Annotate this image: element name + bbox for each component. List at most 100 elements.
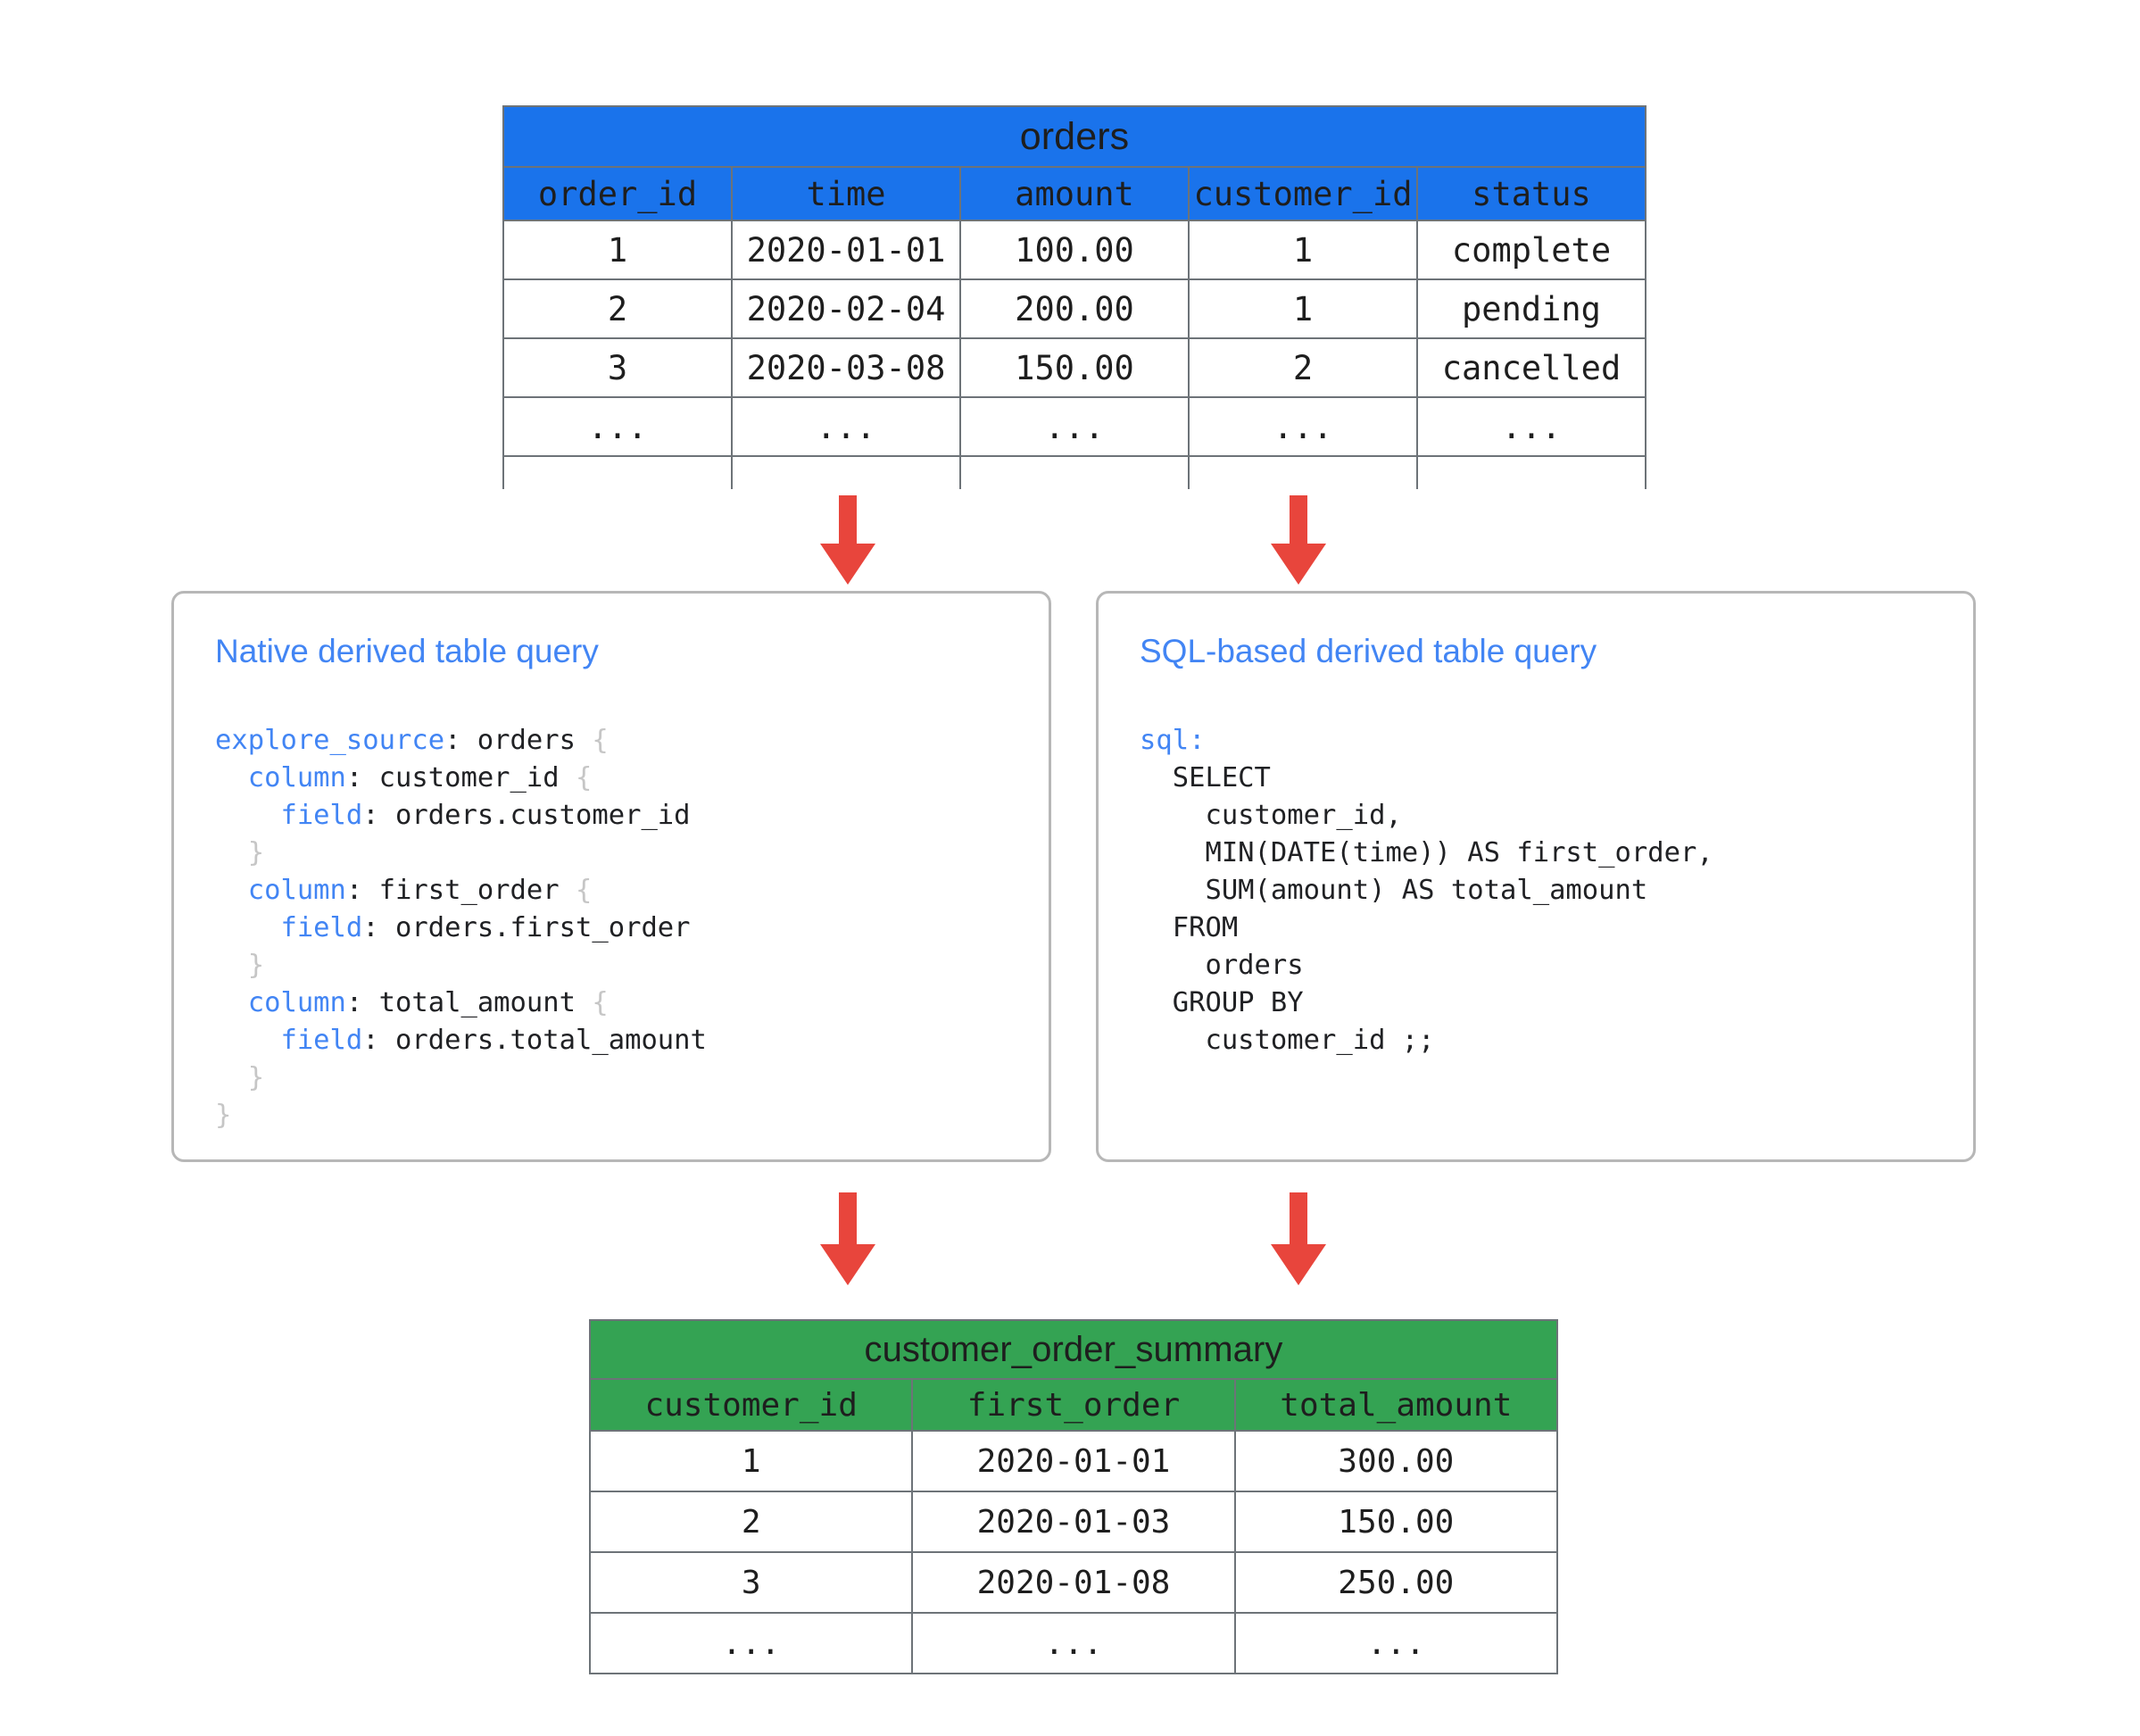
arrow-shaft (1290, 1192, 1307, 1244)
summary-table-title: customer_order_summary (589, 1319, 1558, 1380)
orders-cell: complete (1416, 220, 1646, 280)
table-row: 1 2020-01-01 100.00 1 complete (502, 220, 1646, 280)
orders-column-header-amount: amount (959, 166, 1190, 221)
code-token: field (280, 800, 363, 831)
orders-table-title: orders (502, 105, 1646, 168)
code-token: FROM (1140, 912, 1239, 943)
summary-cell: 2020-01-03 (911, 1491, 1236, 1553)
summary-cell: 1 (588, 1430, 914, 1492)
code-token (215, 875, 248, 906)
orders-cell: pending (1416, 278, 1646, 339)
orders-cell-clipped (959, 455, 1190, 489)
code-token: } (247, 1062, 265, 1093)
code-token: : customer_id (345, 762, 576, 793)
arrow-head (1271, 544, 1326, 585)
code-token: field (280, 1025, 363, 1056)
summary-cell: 150.00 (1233, 1491, 1559, 1553)
code-token: orders (1140, 950, 1304, 981)
code-token: customer_id ;; (1140, 1025, 1435, 1056)
arrow-down-icon-native-to-summary (820, 1192, 875, 1285)
arrow-shaft (1290, 495, 1307, 544)
orders-column-header-status: status (1416, 166, 1646, 221)
code-token: field (280, 912, 363, 943)
code-token: : first_order (345, 875, 576, 906)
code-token (215, 1062, 248, 1093)
table-row: 3 2020-03-08 150.00 2 cancelled (502, 337, 1646, 398)
code-token: MIN(DATE(time)) AS first_order, (1140, 837, 1713, 868)
orders-cell: ... (959, 396, 1190, 457)
code-token: { (592, 725, 609, 756)
code-token: : orders.customer_id (362, 800, 691, 831)
code-token: : (1189, 725, 1206, 756)
code-token: column (247, 987, 346, 1018)
orders-cell: 3 (502, 337, 733, 398)
orders-cell: 1 (502, 220, 733, 280)
table-row-ellipsis: ... ... ... (588, 1612, 1559, 1674)
code-token: SUM(amount) AS total_amount (1140, 875, 1648, 906)
orders-cell-clipped (1188, 455, 1418, 489)
summary-cell: 2020-01-08 (911, 1551, 1236, 1614)
summary-cell: 2 (588, 1491, 914, 1553)
arrow-shaft (839, 495, 857, 544)
orders-cell: 200.00 (959, 278, 1190, 339)
code-token: { (592, 987, 609, 1018)
orders-cell: 2020-02-04 (731, 278, 961, 339)
orders-column-header-customer-id: customer_id (1188, 166, 1418, 221)
code-token: SELECT (1140, 762, 1271, 793)
code-token: GROUP BY (1140, 987, 1304, 1018)
code-token (215, 762, 248, 793)
arrow-down-icon-orders-to-sql (1271, 495, 1326, 585)
orders-cell: 2 (502, 278, 733, 339)
code-token (215, 1025, 280, 1056)
summary-column-header-first-order: first_order (911, 1378, 1236, 1432)
orders-cell: 150.00 (959, 337, 1190, 398)
summary-cell: 300.00 (1233, 1430, 1559, 1492)
orders-cell: 2020-03-08 (731, 337, 961, 398)
sql-panel-title: SQL-based derived table query (1140, 633, 1597, 669)
code-token (215, 987, 248, 1018)
summary-cell: ... (588, 1612, 914, 1674)
orders-column-header-time: time (731, 166, 961, 221)
native-derived-table-panel: Native derived table query explore_sourc… (171, 591, 1051, 1162)
summary-table-header-row: customer_id first_order total_amount (588, 1378, 1559, 1432)
orders-cell: 100.00 (959, 220, 1190, 280)
sql-code-block: sql: SELECT customer_id, MIN(DATE(time))… (1140, 722, 1937, 1059)
summary-table-body: customer_order_summary customer_id first… (588, 1319, 1559, 1674)
arrow-head (820, 1244, 875, 1285)
code-token: column (247, 875, 346, 906)
orders-table-title-row: orders (502, 105, 1646, 168)
summary-column-header-total-amount: total_amount (1233, 1378, 1559, 1432)
code-token: : orders.first_order (362, 912, 691, 943)
code-token: sql (1140, 725, 1190, 756)
arrow-down-icon-sql-to-summary (1271, 1192, 1326, 1285)
orders-table: orders order_id time amount customer_id … (502, 105, 1646, 489)
orders-cell-clipped (1416, 455, 1646, 489)
orders-cell-clipped (731, 455, 961, 489)
native-code-block: explore_source: orders { column: custome… (215, 722, 1013, 1134)
orders-cell: ... (1188, 396, 1418, 457)
code-token: column (247, 762, 346, 793)
orders-cell: ... (731, 396, 961, 457)
native-panel-title: Native derived table query (215, 633, 599, 669)
code-token: { (576, 762, 593, 793)
summary-cell: 3 (588, 1551, 914, 1614)
code-token (215, 837, 248, 868)
arrow-down-icon-orders-to-native (820, 495, 875, 585)
orders-table-body: orders order_id time amount customer_id … (502, 105, 1646, 489)
code-token (215, 950, 248, 981)
code-token (215, 800, 280, 831)
orders-column-header-order-id: order_id (502, 166, 733, 221)
orders-cell: 1 (1188, 220, 1418, 280)
summary-cell: 250.00 (1233, 1551, 1559, 1614)
orders-cell: ... (502, 396, 733, 457)
customer-order-summary-table: customer_order_summary customer_id first… (588, 1319, 1559, 1674)
code-token: customer_id, (1140, 800, 1402, 831)
orders-cell: cancelled (1416, 337, 1646, 398)
code-token: } (215, 1100, 232, 1131)
arrow-head (1271, 1244, 1326, 1285)
table-row-clipped (502, 455, 1646, 489)
table-row: 2 2020-02-04 200.00 1 pending (502, 278, 1646, 339)
code-token: } (247, 837, 265, 868)
orders-cell: 1 (1188, 278, 1418, 339)
